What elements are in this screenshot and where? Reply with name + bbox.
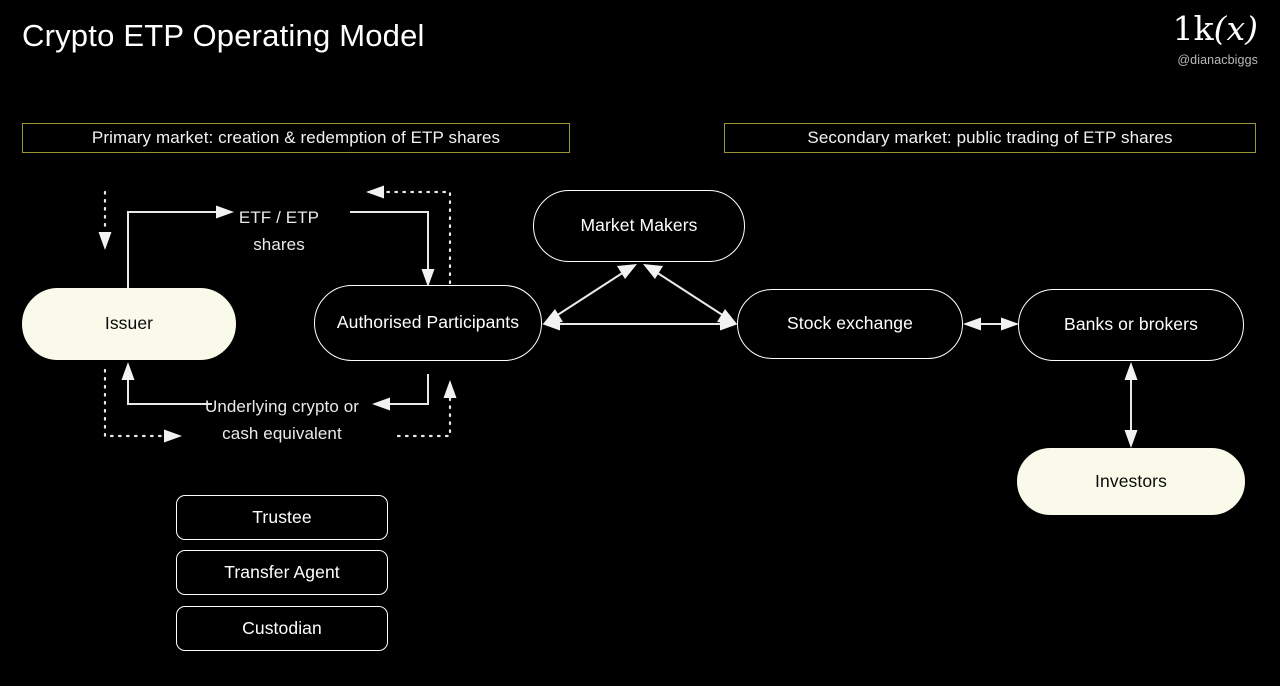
edge-label-etf-etp-shares: ETF / ETP shares [238, 208, 320, 255]
arrow-underlying-left [372, 397, 390, 411]
banner-secondary-market: Secondary market: public trading of ETP … [724, 123, 1256, 153]
wire-dotted-up-to-ap [396, 396, 452, 438]
arrow-banks-from-investors [1124, 362, 1138, 380]
arrow-banks-from-exchange [1001, 317, 1019, 331]
wire-marketmakers-exchange [655, 271, 725, 317]
arrow-exchange-from-banks [963, 317, 981, 331]
arrow-dotted-right-bottom [164, 429, 182, 443]
arrow-ap-from-mm [543, 309, 563, 324]
page-title: Crypto ETP Operating Model [22, 18, 425, 53]
node-trustee[interactable]: Trustee [176, 495, 388, 540]
arrow-dotted-left-top [366, 185, 384, 199]
arrow-ap-from-exchange [542, 317, 560, 331]
arrow-mm-from-ap [617, 264, 637, 279]
arrow-investors-from-banks [1124, 430, 1138, 448]
arrow-issuer-up [121, 362, 135, 380]
arrow-dotted-down-issuer [98, 232, 112, 250]
node-custodian[interactable]: Custodian [176, 606, 388, 651]
node-stock-exchange[interactable]: Stock exchange [737, 289, 963, 359]
brand-handle: @dianacbiggs [1177, 53, 1258, 67]
brand-mark: 1k(x) [1172, 9, 1258, 48]
wire-shares-to-ap [350, 211, 429, 272]
wire-ap-to-underlying [390, 374, 429, 405]
wire-ap-to-issuer-dotted-top [380, 190, 452, 285]
node-banks-or-brokers[interactable]: Banks or brokers [1018, 289, 1244, 361]
brand-logo: 1k(x) @dianacbiggs [1173, 12, 1258, 67]
node-transfer-agent[interactable]: Transfer Agent [176, 550, 388, 595]
node-authorised-participants[interactable]: Authorised Participants [314, 285, 542, 361]
arrow-dotted-up-ap [443, 380, 457, 398]
arrow-mm-from-exchange [643, 264, 663, 279]
arrow-exchange-from-ap [720, 317, 738, 331]
banner-primary-market: Primary market: creation & redemption of… [22, 123, 570, 153]
wire-issuer-dotted-bottom [103, 368, 166, 438]
wire-ap-marketmakers [555, 271, 625, 317]
arrow-exchange-from-mm [717, 309, 737, 324]
node-market-makers[interactable]: Market Makers [533, 190, 745, 262]
edge-label-underlying-crypto: Underlying crypto or cash equivalent [204, 397, 360, 444]
node-issuer[interactable]: Issuer [22, 288, 236, 360]
wire-issuer-to-shares [127, 211, 218, 290]
node-investors[interactable]: Investors [1017, 448, 1245, 515]
